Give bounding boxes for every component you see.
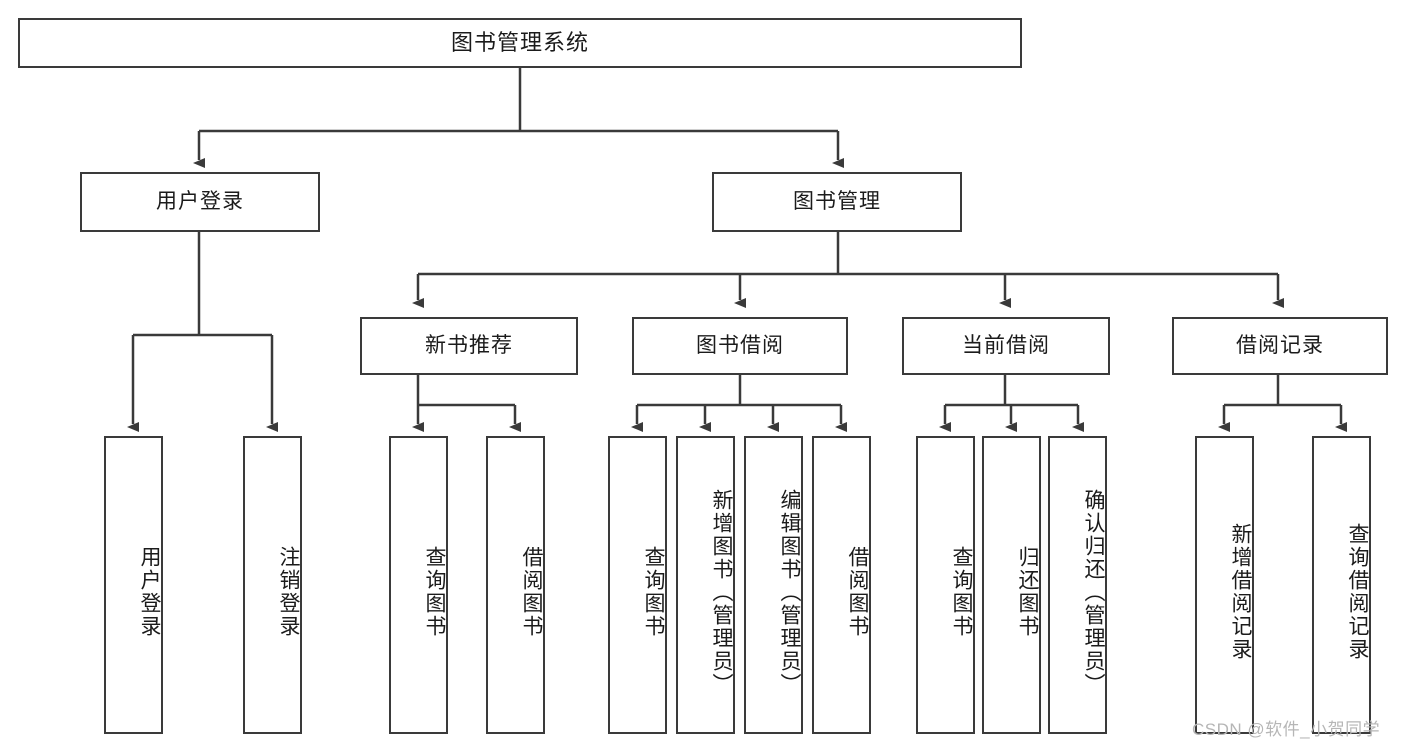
leaf-current-query-book[interactable]: 查询图书 bbox=[916, 436, 975, 734]
leaf-borrow-query-book[interactable]: 查询图书 bbox=[608, 436, 667, 734]
node-borrow-record[interactable]: 借阅记录 bbox=[1172, 317, 1388, 375]
node-label: 新书推荐 bbox=[425, 333, 513, 357]
node-user-login[interactable]: 用户登录 bbox=[80, 172, 320, 232]
watermark-text: CSDN @软件_小贺同学 bbox=[1192, 720, 1381, 739]
node-label: 查询图书 bbox=[423, 546, 446, 638]
node-label: 图书管理系统 bbox=[450, 30, 589, 56]
leaf-current-confirm-return-admin[interactable]: 确认归还（管理员） bbox=[1048, 436, 1107, 734]
node-label: 图书借阅 bbox=[696, 333, 784, 357]
leaf-user-login[interactable]: 用户登录 bbox=[104, 436, 163, 734]
node-label: 注销登录 bbox=[277, 546, 300, 638]
node-label: 新增图书（管理员） bbox=[710, 488, 733, 696]
leaf-recommend-borrow-book[interactable]: 借阅图书 bbox=[486, 436, 545, 734]
node-label: 借阅图书 bbox=[520, 546, 543, 638]
node-label: 用户登录 bbox=[156, 189, 244, 213]
node-label: 编辑图书（管理员） bbox=[778, 488, 801, 696]
node-new-book-recommend[interactable]: 新书推荐 bbox=[360, 317, 578, 375]
node-book-management[interactable]: 图书管理 bbox=[712, 172, 962, 232]
leaf-recommend-query-book[interactable]: 查询图书 bbox=[389, 436, 448, 734]
leaf-record-query-record[interactable]: 查询借阅记录 bbox=[1312, 436, 1371, 734]
leaf-borrow-add-book-admin[interactable]: 新增图书（管理员） bbox=[676, 436, 735, 734]
node-label: 图书管理 bbox=[793, 189, 881, 213]
node-label: 查询借阅记录 bbox=[1346, 523, 1369, 661]
leaf-logout[interactable]: 注销登录 bbox=[243, 436, 302, 734]
node-label: 归还图书 bbox=[1016, 546, 1039, 638]
node-label: 用户登录 bbox=[138, 546, 161, 638]
leaf-borrow-borrow-book[interactable]: 借阅图书 bbox=[812, 436, 871, 734]
leaf-borrow-edit-book-admin[interactable]: 编辑图书（管理员） bbox=[744, 436, 803, 734]
node-label: 借阅记录 bbox=[1236, 333, 1324, 357]
node-label: 确认归还（管理员） bbox=[1082, 488, 1105, 696]
node-label: 查询图书 bbox=[642, 546, 665, 638]
leaf-current-return-book[interactable]: 归还图书 bbox=[982, 436, 1041, 734]
node-current-borrow[interactable]: 当前借阅 bbox=[902, 317, 1110, 375]
node-label: 新增借阅记录 bbox=[1229, 523, 1252, 661]
leaf-record-add-record[interactable]: 新增借阅记录 bbox=[1195, 436, 1254, 734]
node-label: 借阅图书 bbox=[846, 546, 869, 638]
node-root-system[interactable]: 图书管理系统 bbox=[18, 18, 1022, 68]
node-label: 查询图书 bbox=[950, 546, 973, 638]
node-label: 当前借阅 bbox=[962, 333, 1050, 357]
node-book-borrow[interactable]: 图书借阅 bbox=[632, 317, 848, 375]
